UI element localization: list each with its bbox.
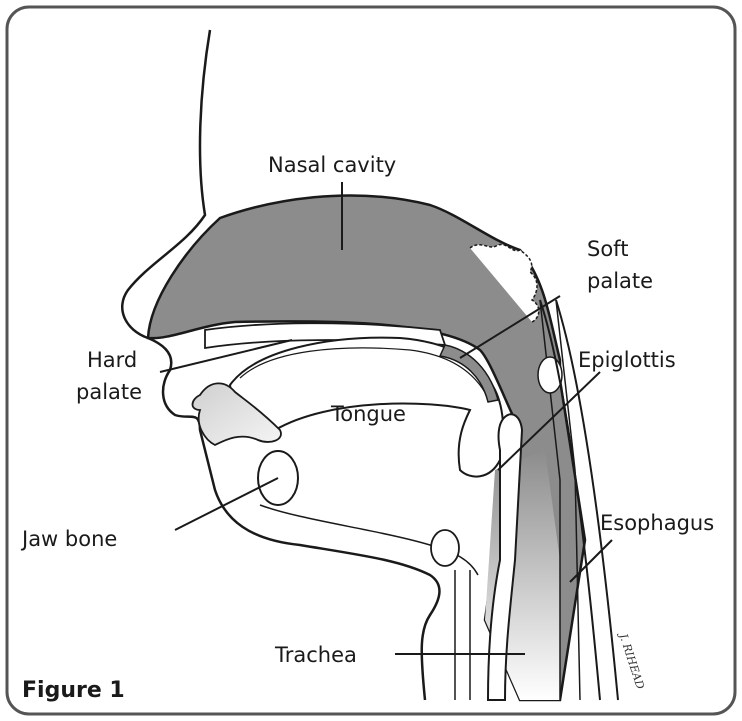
- label-jaw-bone: Jaw bone: [22, 524, 117, 554]
- label-tongue: Tongue: [331, 399, 406, 429]
- label-hard-palate-line1: Hard: [87, 345, 137, 375]
- label-trachea: Trachea: [275, 640, 357, 670]
- leader-jaw-bone: [175, 478, 278, 530]
- trachea-tube-left: [455, 570, 470, 700]
- label-soft-palate-line1: Soft: [587, 234, 628, 264]
- label-esophagus: Esophagus: [600, 508, 714, 538]
- label-hard-palate-line2: palate: [76, 377, 142, 407]
- label-soft-palate-line2: palate: [587, 266, 653, 296]
- figure-caption: Figure 1: [22, 678, 125, 703]
- label-nasal-cavity: Nasal cavity: [268, 150, 396, 180]
- label-epiglottis: Epiglottis: [578, 345, 676, 375]
- hyoid-bone: [431, 530, 459, 566]
